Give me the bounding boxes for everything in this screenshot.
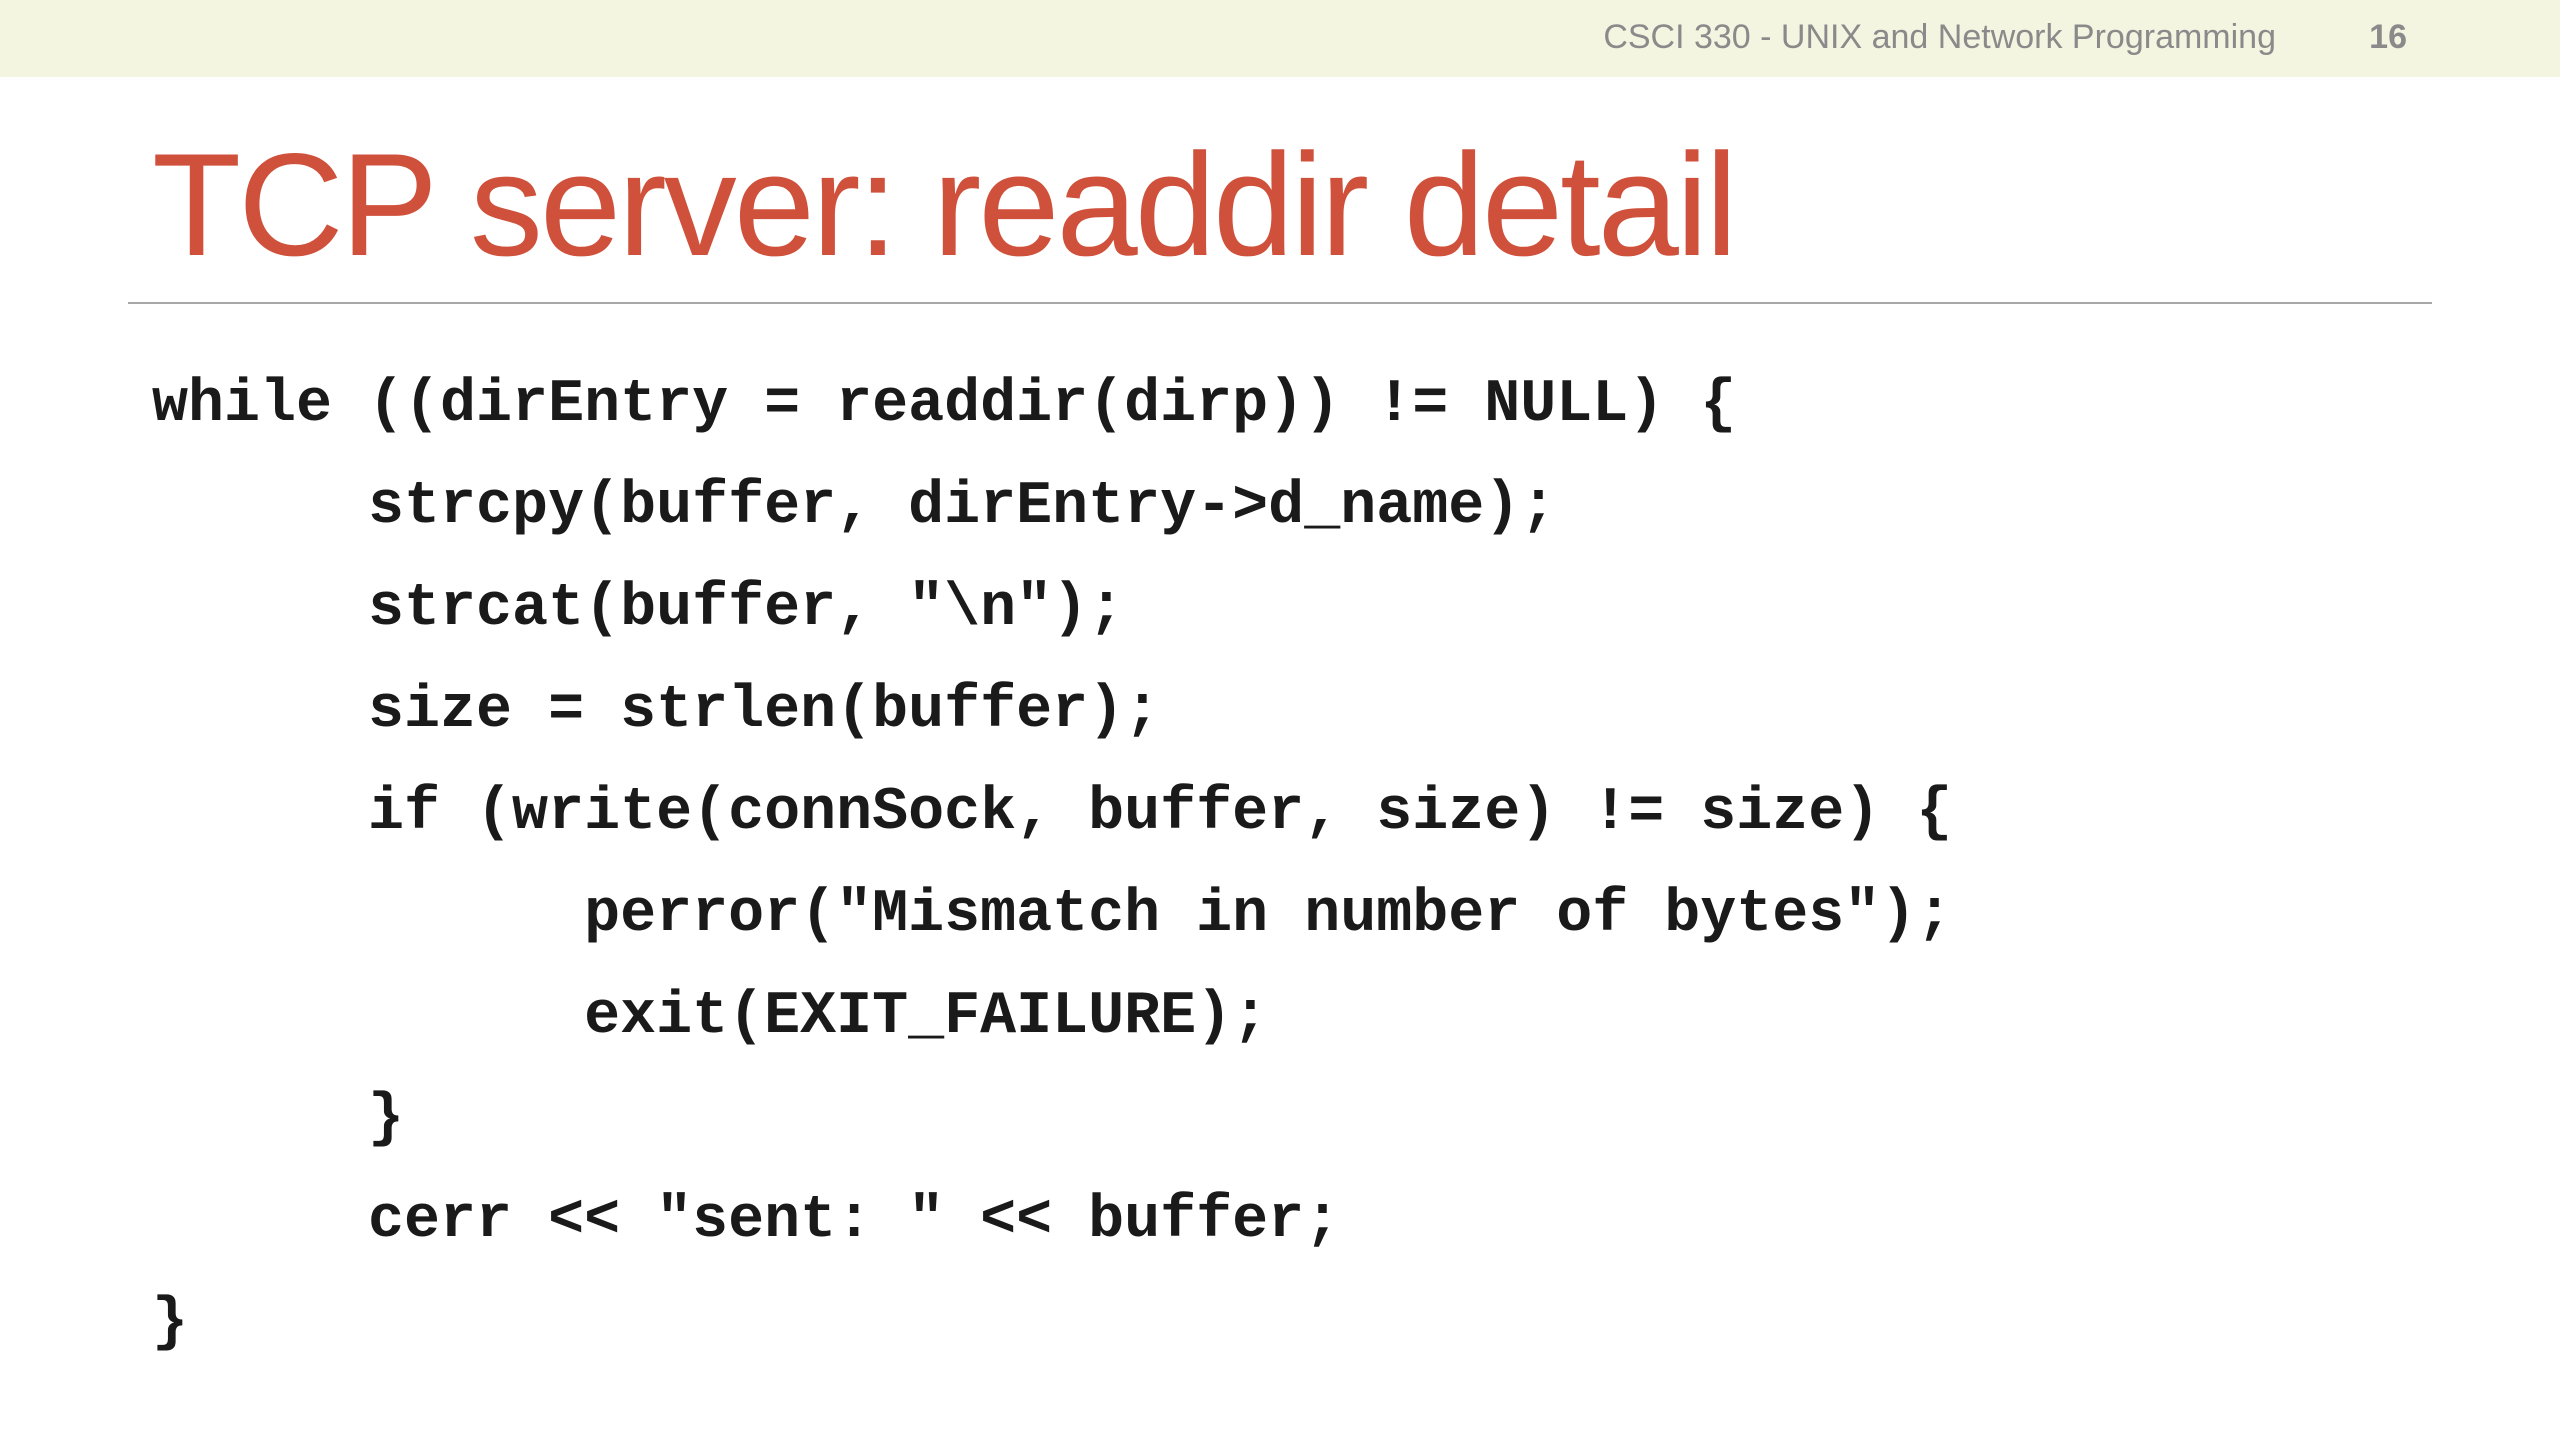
- code-line: strcat(buffer, "\n");: [152, 575, 1125, 643]
- code-line: size = strlen(buffer);: [152, 677, 1161, 745]
- code-line: }: [152, 1085, 405, 1153]
- title-divider: [128, 302, 2432, 304]
- code-line: perror("Mismatch in number of bytes");: [152, 881, 1953, 949]
- code-line: while ((dirEntry = readdir(dirp)) != NUL…: [152, 371, 1737, 439]
- code-line: exit(EXIT_FAILURE);: [152, 983, 1269, 1051]
- code-line: }: [152, 1289, 189, 1357]
- header-bar: CSCI 330 - UNIX and Network Programming …: [0, 0, 2560, 77]
- code-line: cerr << "sent: " << buffer;: [152, 1187, 1341, 1255]
- course-title: CSCI 330 - UNIX and Network Programming: [1603, 18, 2276, 56]
- slide-title: TCP server: readdir detail: [152, 123, 1738, 286]
- code-line: strcpy(buffer, dirEntry->d_name);: [152, 473, 1557, 541]
- code-line: if (write(connSock, buffer, size) != siz…: [152, 779, 1953, 847]
- page-number: 16: [2369, 18, 2407, 56]
- code-block: while ((dirEntry = readdir(dirp)) != NUL…: [152, 354, 1952, 1374]
